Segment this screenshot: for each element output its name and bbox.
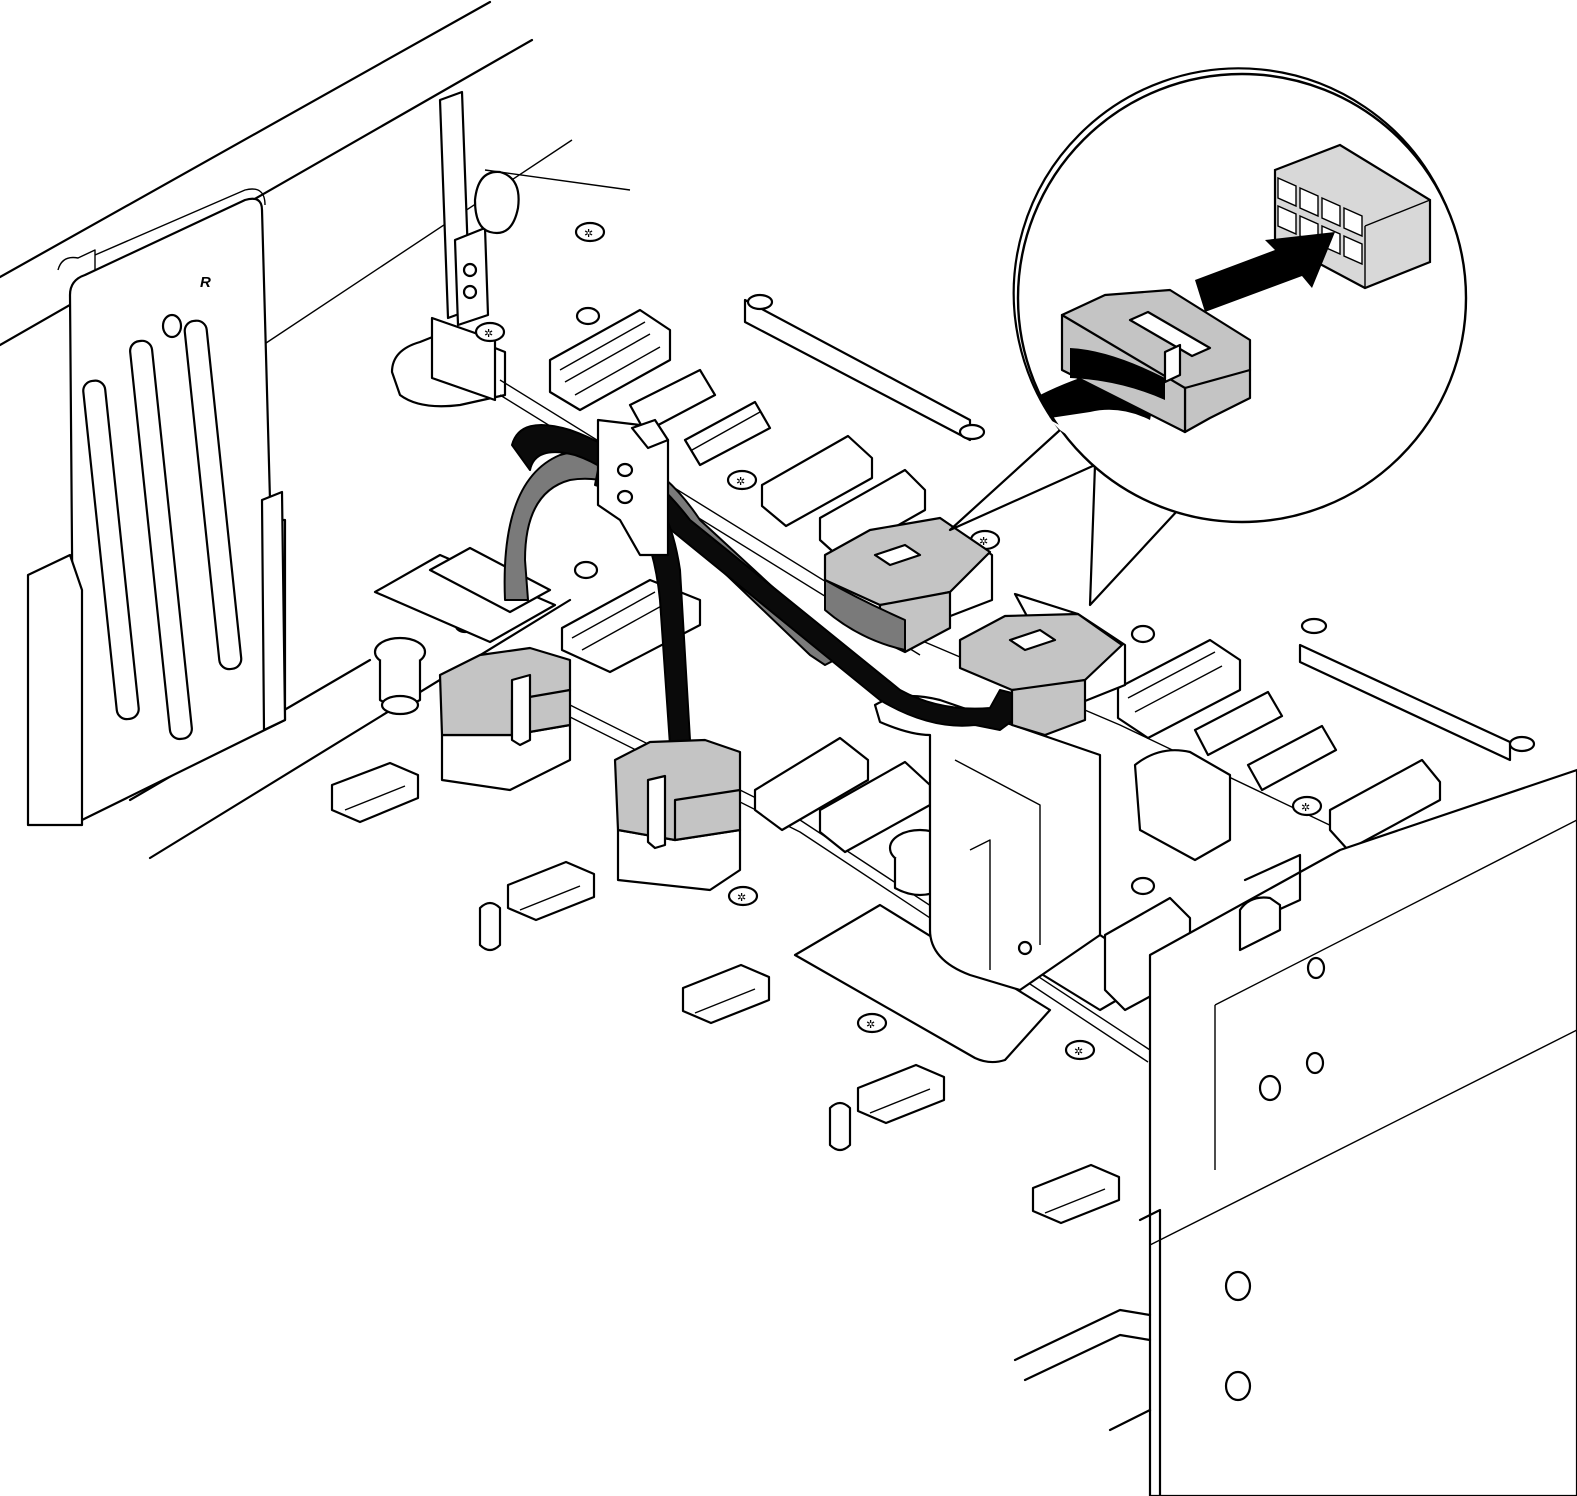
insert-direction-arrow-icon	[1195, 232, 1335, 312]
svg-text:✲: ✲	[736, 475, 745, 488]
small-headers	[330, 761, 1121, 1225]
screw-icon: ✲	[1291, 795, 1323, 817]
svg-text:✲: ✲	[737, 891, 746, 904]
screw-icon: ✲	[727, 885, 759, 907]
svg-text:✲: ✲	[484, 327, 493, 340]
riser-cage-left: R	[26, 188, 287, 827]
svg-text:✲: ✲	[1074, 1045, 1083, 1058]
power-connectors	[438, 516, 1127, 892]
screw-icon: ✲	[726, 469, 758, 491]
cable-plug-detail	[1040, 288, 1252, 434]
power-bracket	[873, 694, 1232, 992]
mounting-screws: ✲ ✲ ✲ ✲ ✲ ✲ ✲ ✲ ✲	[389, 221, 1323, 1061]
cable-clip-bracket	[596, 418, 670, 557]
svg-text:✲: ✲	[979, 535, 988, 548]
detail-callout	[948, 67, 1468, 607]
riser-label: R	[200, 274, 211, 291]
upper-bracket	[390, 90, 520, 408]
screw-icon: ✲	[856, 1012, 888, 1034]
screw-icon: ✲	[1064, 1039, 1096, 1061]
svg-text:✲: ✲	[584, 227, 593, 240]
screw-icon: ✲	[574, 221, 606, 243]
screw-icon: ✲	[474, 321, 506, 343]
psu-cage	[1013, 768, 1577, 1496]
svg-text:✲: ✲	[1301, 801, 1310, 814]
svg-text:✲: ✲	[866, 1018, 875, 1031]
